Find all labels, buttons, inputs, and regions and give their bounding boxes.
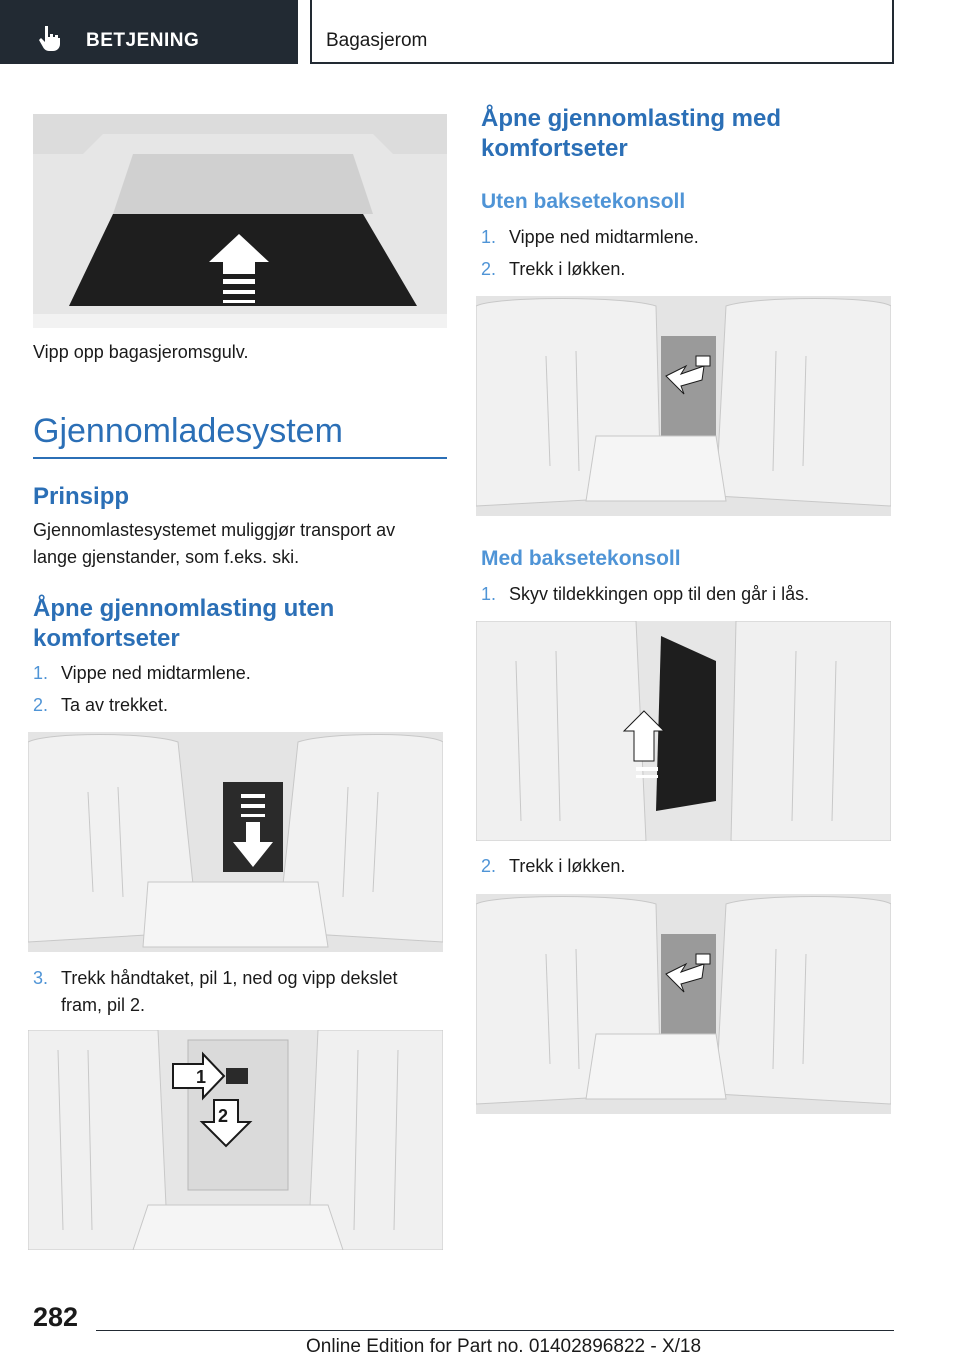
step-number: 2. [481,856,497,876]
step-text: Skyv tildekkingen opp til den går i lås. [509,584,810,604]
page-number: 282 [33,1302,79,1332]
arrow-label-1: 1 [196,1067,206,1087]
edition-text: Online Edition for Part no. 01402896822 … [306,1336,702,1357]
rear-seat-armrest-figure [28,732,443,952]
step-number: 2. [33,695,49,715]
step-text: Vippe ned midtarmlene. [61,663,251,683]
principle-text-line-1: Gjennomlastesystemet muliggjør transport… [33,520,396,540]
step-a3: 3. Trekk håndtaket, pil 1, ned og vipp d… [33,965,447,1025]
without-comfort-heading-line-2: komfortseter [33,625,180,652]
with-comfort-heading-line-1: Åpne gjennomlasting med [481,105,782,132]
rear-seat-loop-figure [476,296,891,516]
step-text: Vippe ned midtarmlene. [509,227,699,247]
step-number: 3. [33,968,49,988]
step-text: Ta av trekket. [61,695,169,715]
arrow-label-2: 2 [218,1106,228,1126]
section-label: BETJENING [86,30,200,51]
rear-seat-console-loop-figure [476,894,891,1114]
step-text: Trekk i løkken. [509,259,626,279]
trunk-caption: Vipp opp bagasjeromsgulv. [33,342,249,362]
principle-heading: Prinsipp [33,483,130,510]
chapter-header: Bagasjerom [310,0,894,64]
footer-divider [96,1330,894,1331]
trunk-floor-figure [33,114,447,328]
step-text: Trekk i løkken. [509,856,626,876]
section-heading: Gjennomladesystem [33,412,447,459]
hand-pointer-icon [39,26,60,51]
section-tab: BETJENING [0,0,298,64]
without-comfort-heading-line-1: Åpne gjennomlasting uten [33,595,335,622]
step-text-line-2: fram, pil 2. [61,995,146,1015]
step-number: 1. [481,584,497,604]
step-number: 2. [481,259,497,279]
with-comfort-heading-line-2: komfortseter [481,135,628,162]
with-console-heading: Med baksetekonsoll [481,547,681,570]
step-number: 1. [481,227,497,247]
handle-arrows-figure: 1 2 [28,1030,443,1250]
principle-text-line-2: lange gjenstander, som f.eks. ski. [33,547,300,567]
step-text-line-1: Trekk håndtaket, pil 1, ned og vipp deks… [61,968,398,988]
step-number: 1. [33,663,49,683]
without-console-heading: Uten baksetekonsoll [481,190,686,213]
cover-slide-up-figure [476,621,891,841]
chapter-title: Bagasjerom [326,30,428,51]
